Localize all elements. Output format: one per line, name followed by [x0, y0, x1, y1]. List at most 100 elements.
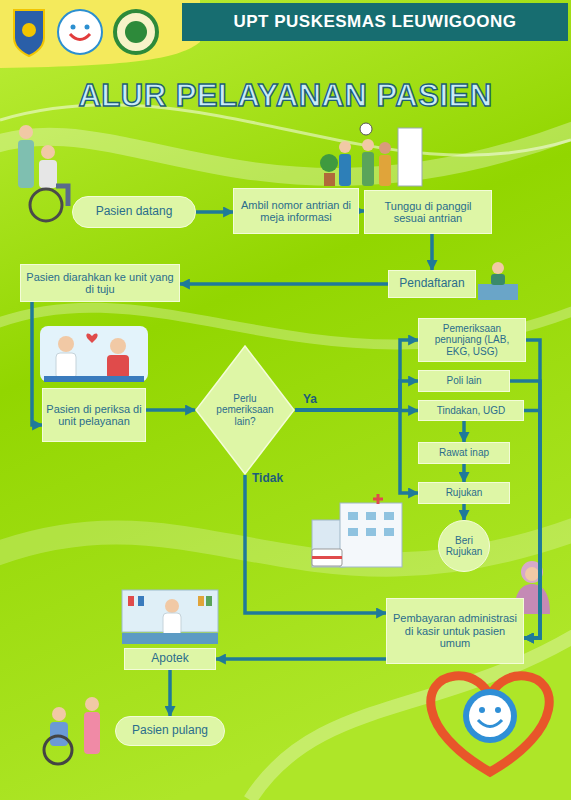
header-text: UPT PUSKESMAS LEUWIGOONG: [182, 12, 568, 31]
medicine-bottle: [206, 596, 212, 606]
wheelchair: [44, 736, 72, 764]
process-box: Pembayaran administrasi di kasir untuk p…: [386, 598, 524, 664]
node-label: Rujukan: [419, 487, 509, 498]
flow-arrow: [295, 410, 418, 493]
hospital-window: [348, 512, 358, 520]
diamond-shape: [196, 346, 294, 474]
nurse-figure: [84, 712, 100, 754]
node-label: Tindakan, UGD: [419, 405, 523, 416]
flow-arrow: [32, 302, 42, 425]
flow-arrow: [462, 464, 466, 482]
node-label: Pasien di periksa di unit pelayanan: [43, 403, 145, 428]
flow-arrow: [245, 475, 386, 613]
elderly-patient: [52, 707, 66, 721]
node-label: Pasien pulang: [116, 724, 224, 738]
queue-person: [379, 142, 391, 154]
pharmacist: [163, 613, 181, 635]
clock: [360, 123, 372, 135]
queue-person: [339, 141, 351, 153]
patient-figure: [110, 338, 126, 354]
hospital-building: [312, 520, 344, 567]
queue-person: [339, 154, 351, 186]
queue-person: [362, 152, 374, 186]
plant: [320, 154, 338, 172]
medicine-bottle: [138, 596, 144, 606]
node-label: Pasien datang: [73, 205, 195, 219]
edge-label: Tidak: [252, 471, 283, 485]
flow-arrow: [216, 657, 386, 661]
reception-desk: [478, 284, 518, 300]
door: [398, 128, 422, 186]
ambulance: [312, 549, 342, 566]
patient-figure: [39, 160, 57, 188]
edge-label: Ya: [303, 392, 317, 406]
hospital-cross: [373, 494, 383, 504]
header-band: UPT PUSKESMAS LEUWIGOONG: [182, 3, 568, 41]
node-label: Ambil nomor antrian di meja informasi: [234, 199, 358, 224]
flow-arrow: [462, 504, 466, 520]
wheelchair: [30, 189, 62, 221]
header-corner: [0, 0, 200, 68]
puskesmas-logo: [479, 707, 485, 713]
flow-arrow: [146, 408, 195, 412]
process-box: Pemeriksaan penunjang (LAB, EKG, USG): [418, 318, 526, 362]
smile-logo: [85, 25, 90, 30]
terminal-pill: Pasien pulang: [115, 716, 225, 746]
process-box: Apotek: [124, 648, 216, 670]
hijab-woman: [525, 567, 539, 581]
hospital-window: [366, 512, 376, 520]
process-box: Rujukan: [418, 482, 510, 504]
hospital-building: [340, 503, 402, 567]
process-box: Poli lain: [418, 370, 510, 392]
puskesmas-logo: [469, 695, 511, 737]
medicine-bottle: [198, 596, 204, 606]
hospital-window: [348, 528, 358, 536]
pharmacist: [165, 599, 179, 613]
doctor-figure: [58, 336, 74, 352]
queue-person: [362, 139, 374, 151]
clinic-desk: [44, 376, 144, 382]
poster-title: ALUR PELAYANAN PASIEN: [0, 78, 571, 114]
node-label: Pendaftaran: [389, 277, 475, 291]
flow-arrow: [430, 234, 434, 270]
process-box: Pendaftaran: [388, 270, 476, 298]
hospital-window: [384, 528, 394, 536]
elderly-patient: [50, 722, 68, 746]
flow-arrow: [524, 411, 540, 639]
flow-arrow: [196, 210, 233, 214]
node-label: Perlu pemeriksaan lain?: [212, 393, 278, 427]
process-box: Pasien diarahkan ke unit yang di tuju: [20, 264, 180, 302]
smile-logo: [58, 10, 102, 54]
patient-figure: [107, 355, 129, 379]
node-label: Tunggu di panggil sesuai antrian: [365, 200, 491, 225]
pharmacy-counter: [122, 633, 218, 644]
puskesmas-logo: [463, 689, 517, 743]
node-label: Pasien diarahkan ke unit yang di tuju: [21, 271, 179, 296]
node-label: Pemeriksaan penunjang (LAB, EKG, USG): [419, 323, 525, 357]
flow-arrow: [462, 421, 466, 442]
flow-arrow: [295, 340, 418, 410]
receptionist: [491, 274, 505, 285]
process-box: Pasien di periksa di unit pelayanan: [42, 388, 146, 442]
heart-icon: [86, 333, 97, 343]
puskesmas-logo: [478, 720, 502, 727]
process-box: Ambil nomor antrian di meja informasi: [233, 188, 359, 234]
nurse-figure: [18, 140, 34, 188]
process-box: Rawat inap: [418, 442, 510, 464]
node-label: Poli lain: [419, 375, 509, 386]
puskesmas-logo: [495, 707, 501, 713]
node-label: Pembayaran administrasi di kasir untuk p…: [387, 612, 523, 649]
flow-arrow: [168, 670, 172, 716]
smile-logo: [70, 34, 90, 40]
queue-person: [379, 155, 391, 186]
hospital-window: [384, 512, 394, 520]
nurse-figure: [85, 697, 99, 711]
flow-arrow: [524, 340, 540, 638]
process-box: Tunggu di panggil sesuai antrian: [364, 190, 492, 234]
process-circle: Beri Rujukan: [438, 520, 490, 572]
terminal-pill: Pasien datang: [72, 196, 196, 228]
nurse-figure: [19, 125, 33, 139]
health-logo: [125, 21, 147, 43]
patient-figure: [41, 145, 55, 159]
